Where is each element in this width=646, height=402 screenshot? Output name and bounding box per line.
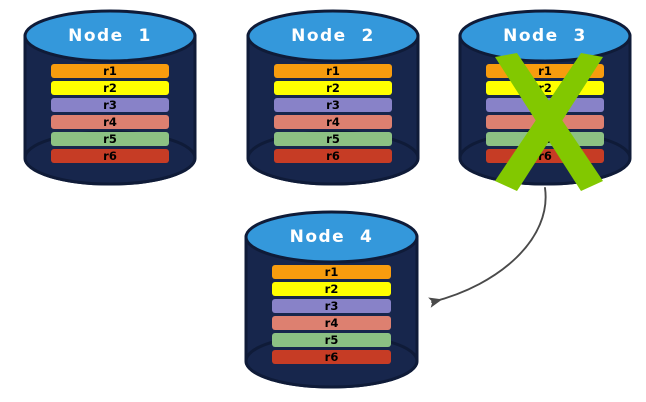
row-bar-r3: r3	[272, 299, 391, 313]
node-1-rows: r1 r2 r3 r4 r5 r6	[22, 64, 198, 163]
row-bar-r1: r1	[274, 64, 392, 78]
row-bar-r5: r5	[272, 333, 391, 347]
row-bar-r6: r6	[51, 149, 169, 163]
row-bar-r6: r6	[486, 149, 604, 163]
row-bar-r3: r3	[486, 98, 604, 112]
row-bar-r1: r1	[272, 265, 391, 279]
row-bar-r5: r5	[51, 132, 169, 146]
row-bar-r4: r4	[272, 316, 391, 330]
row-bar-r3: r3	[51, 98, 169, 112]
row-bar-r2: r2	[486, 81, 604, 95]
row-bar-r3: r3	[274, 98, 392, 112]
row-bar-r6: r6	[272, 350, 391, 364]
row-bar-r1: r1	[51, 64, 169, 78]
row-bar-r4: r4	[51, 115, 169, 129]
row-bar-r2: r2	[274, 81, 392, 95]
row-bar-r4: r4	[274, 115, 392, 129]
row-bar-r6: r6	[274, 149, 392, 163]
node-3-rows: r1 r2 r3 r4 r5 r6	[457, 64, 633, 163]
row-bar-r2: r2	[272, 282, 391, 296]
row-bar-r5: r5	[486, 132, 604, 146]
row-bar-r5: r5	[274, 132, 392, 146]
row-bar-r4: r4	[486, 115, 604, 129]
replication-arrow	[428, 187, 547, 308]
row-bar-r1: r1	[486, 64, 604, 78]
row-bar-r2: r2	[51, 81, 169, 95]
node-4-rows: r1 r2 r3 r4 r5 r6	[243, 265, 420, 364]
node-2-rows: r1 r2 r3 r4 r5 r6	[245, 64, 421, 163]
